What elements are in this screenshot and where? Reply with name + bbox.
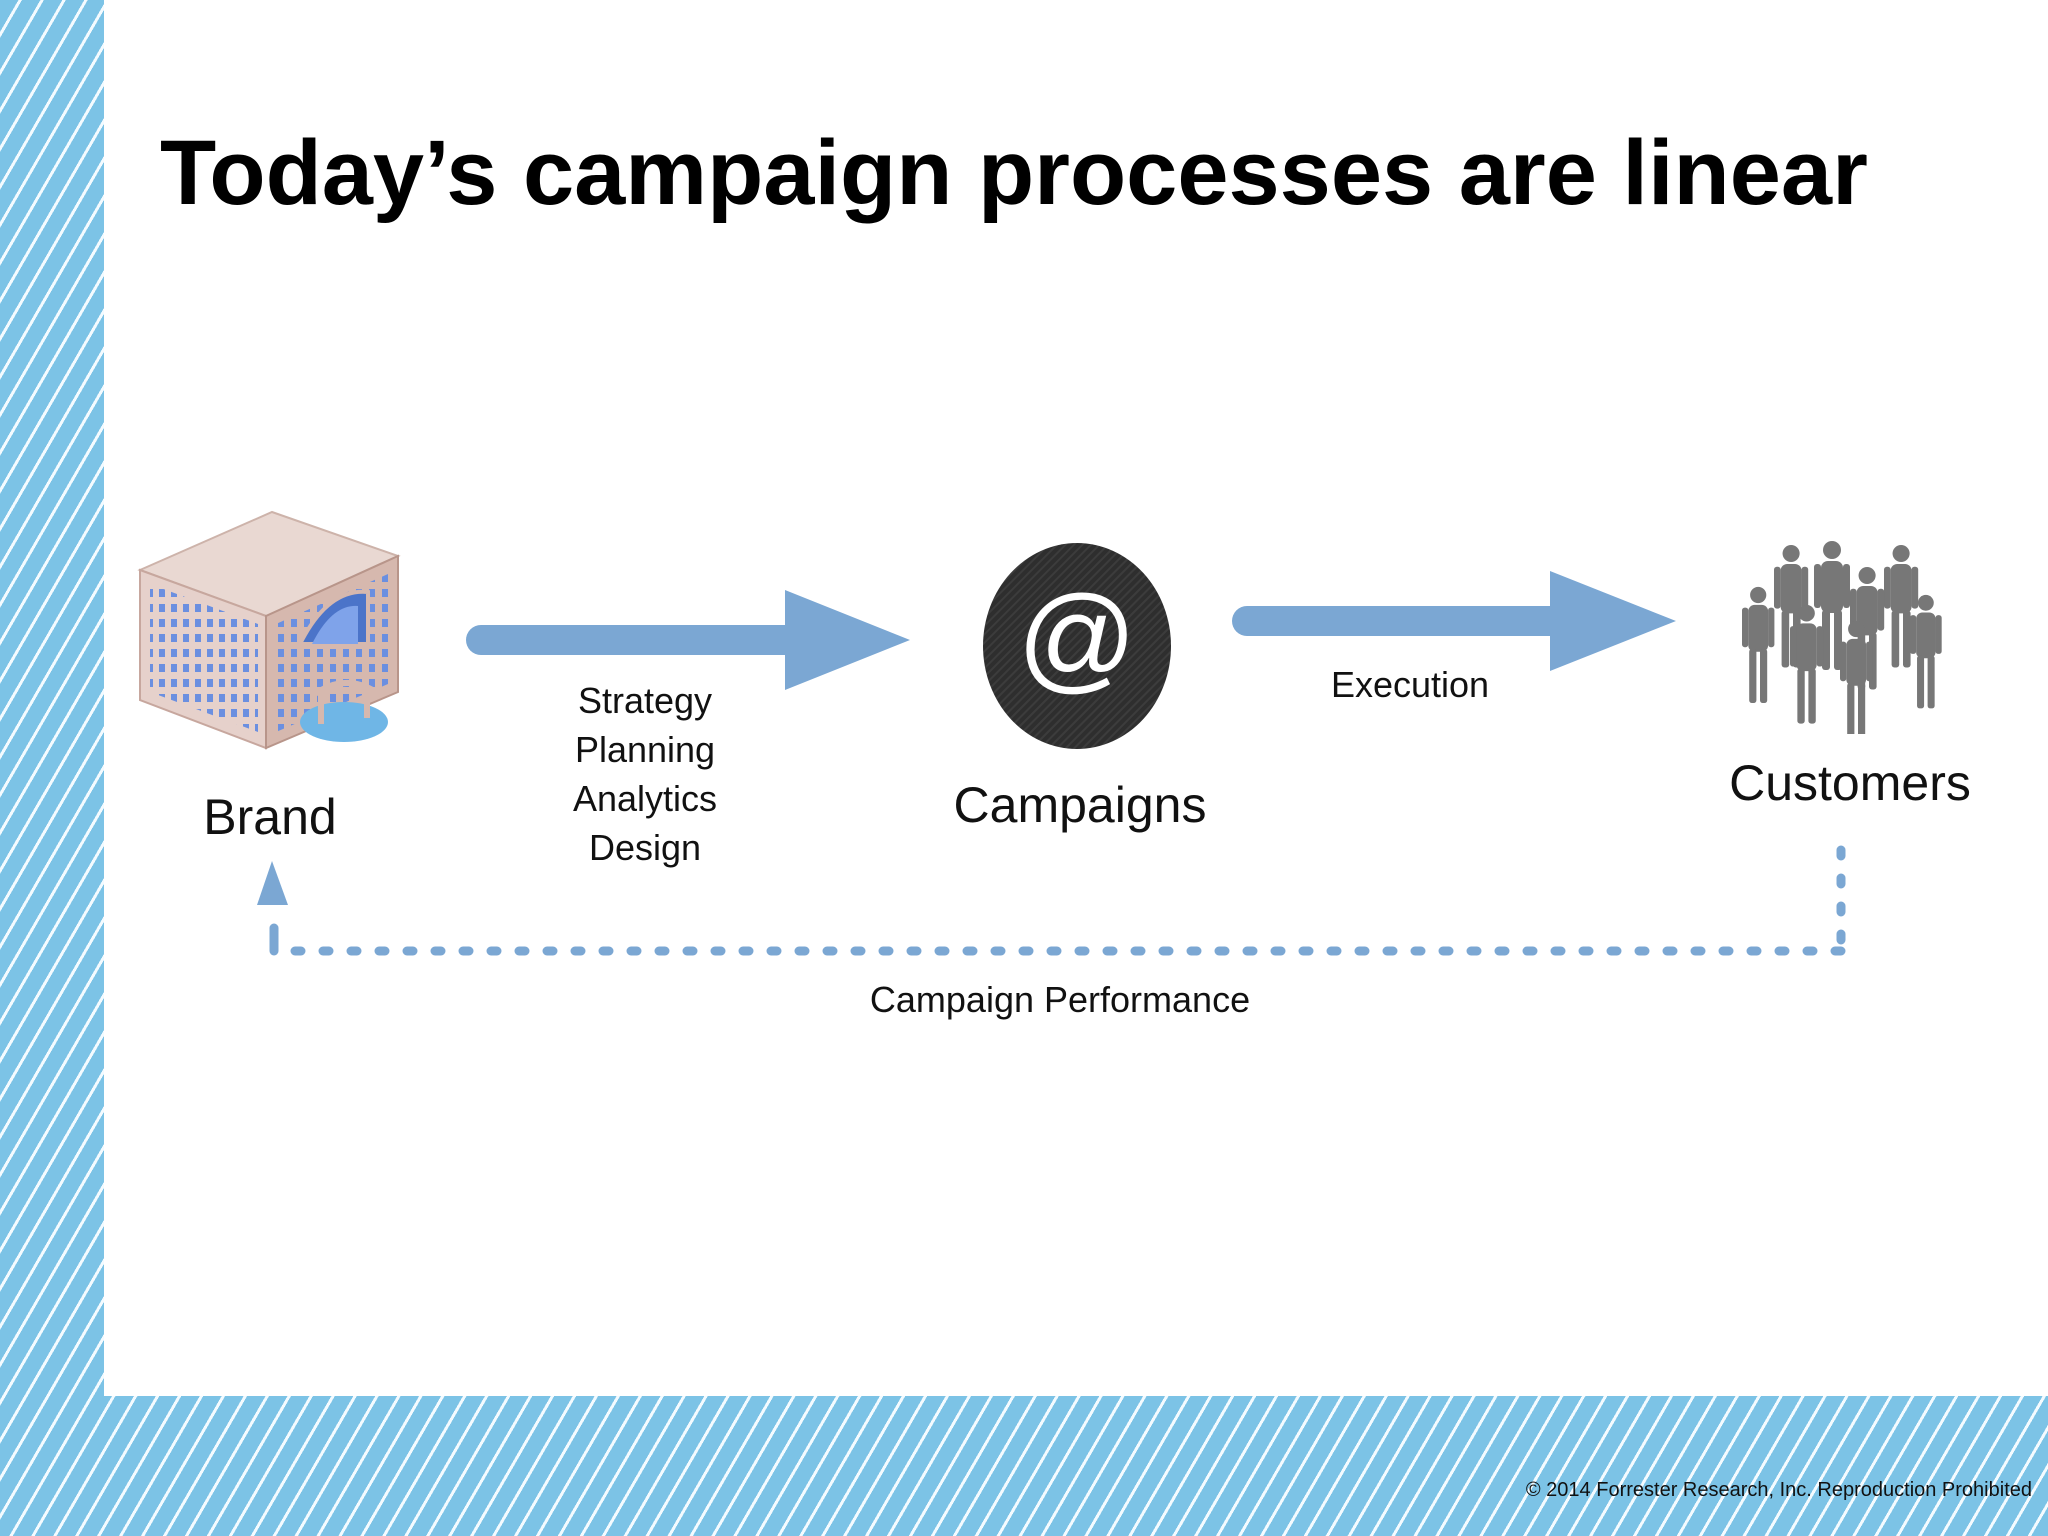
node-label-customers: Customers xyxy=(1729,755,1971,811)
edge-label-line-strategy: Strategy xyxy=(577,680,713,721)
edge-label-execution: Execution xyxy=(1330,664,1490,705)
node-label-brand: Brand xyxy=(203,789,337,845)
edge-label-line-analytics: Analytics xyxy=(572,778,718,819)
edge-label-strategy-stack: Strategy Planning Analytics Design xyxy=(530,676,760,872)
svg-text:@: @ xyxy=(1017,572,1137,704)
edge-label-line-design: Design xyxy=(588,827,702,868)
people-group-icon xyxy=(1742,541,1942,734)
arrow-brand-to-campaigns xyxy=(466,590,910,690)
edge-label-campaign-performance: Campaign Performance xyxy=(869,979,1251,1020)
at-sign-icon: @ xyxy=(983,543,1171,749)
office-building-icon xyxy=(137,510,401,750)
node-label-campaigns: Campaigns xyxy=(953,777,1207,833)
copyright-footer: © 2014 Forrester Research, Inc. Reproduc… xyxy=(1525,1479,2032,1501)
slide-title: Today’s campaign processes are linear xyxy=(160,122,1868,224)
edge-label-line-planning: Planning xyxy=(574,729,716,770)
arrow-feedback-dotted xyxy=(257,845,1846,956)
arrow-campaigns-to-customers xyxy=(1232,571,1676,671)
